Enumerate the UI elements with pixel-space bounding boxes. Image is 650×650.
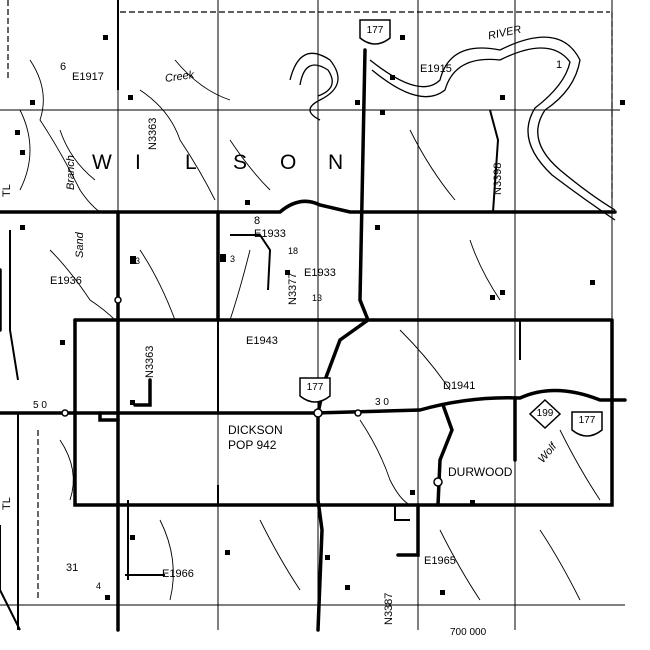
road-tl-top: TL	[1, 184, 13, 197]
us-177-middle-label: 177	[306, 382, 324, 393]
township-letter-o: O	[280, 151, 298, 174]
section-number-1: 1	[556, 59, 563, 71]
town-name-durwood: DURWOOD	[448, 465, 513, 479]
river	[289, 36, 616, 221]
road-n3377: N3377	[287, 272, 299, 305]
road-e1966: E1966	[162, 568, 194, 580]
township-letter-l: L	[185, 151, 198, 174]
city-name-dickson: DICKSON	[228, 423, 283, 437]
ok-199-label: 199	[536, 408, 554, 419]
sand-label: Sand	[74, 232, 86, 258]
building-dots	[15, 35, 625, 600]
township-letter-s: S	[233, 151, 249, 174]
road-n3363-bottom: N3363	[144, 345, 156, 378]
us-177-right-label: 177	[578, 415, 596, 426]
boundary-dashed	[7, 0, 613, 600]
section-number-3b: 3	[230, 254, 236, 264]
road-e1915: E1915	[420, 63, 452, 75]
streams	[19, 59, 601, 601]
section-number-31: 31	[66, 562, 79, 574]
route-number-30: 3 0	[375, 397, 389, 408]
route-shield-us-177-middle	[299, 377, 331, 403]
section-number-8: 8	[254, 215, 261, 227]
township-letter-n: N	[328, 151, 345, 174]
us-177-top-label: 177	[366, 25, 384, 36]
road-d1941: D1941	[443, 380, 476, 392]
section-number-13: 13	[312, 293, 323, 303]
branch-label: Branch	[65, 155, 77, 190]
bottom-coordinate: 700 000	[450, 627, 487, 638]
road-e1936: E1936	[50, 275, 82, 287]
road-n3387: N3387	[383, 592, 395, 625]
road-e1943: E1943	[246, 335, 278, 347]
section-number-3a: 3	[135, 256, 141, 266]
road-tl-bottom: TL	[1, 497, 13, 510]
road-n3398: N3398	[492, 162, 504, 195]
major-roads	[0, 48, 627, 632]
road-n3363-top: N3363	[147, 117, 159, 150]
section-grid	[0, 0, 625, 630]
road-e1933-b: E1933	[304, 267, 336, 279]
route-number-50: 5 0	[33, 400, 47, 411]
road-e1965: E1965	[424, 555, 456, 567]
road-e1933-a: E1933	[254, 228, 286, 240]
secondary-roads	[0, 0, 521, 631]
route-shield-ok-199	[528, 398, 562, 430]
route-shield-us-177-right	[571, 411, 603, 437]
section-number-4: 4	[96, 581, 102, 591]
township-letter-w: W	[92, 151, 113, 174]
township-letter-i: I	[135, 151, 142, 174]
section-number-18: 18	[288, 246, 299, 256]
section-number-6: 6	[60, 61, 67, 73]
route-shield-us-177-top	[359, 19, 391, 45]
junction-circles	[61, 296, 443, 487]
city-population: POP 942	[228, 438, 277, 452]
road-e1917: E1917	[72, 71, 104, 83]
